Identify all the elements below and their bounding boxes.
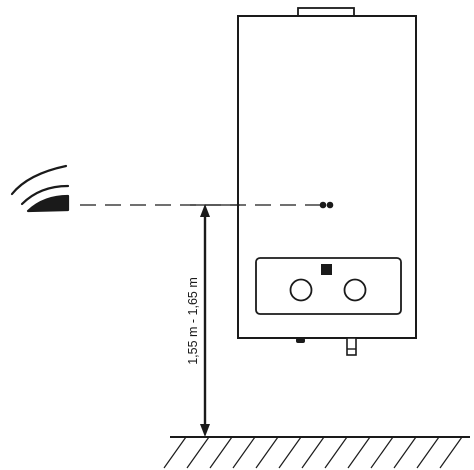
hatch-line [255,436,279,469]
height-dimension [190,204,240,437]
arrow-down [200,424,210,437]
hatch-line [163,436,187,469]
arrow-up [200,204,210,217]
sight-port-2 [326,201,334,209]
hatch-line [232,436,256,469]
height-label: 1,55 m - 1,65 m [186,277,200,365]
hatch-line [324,436,348,469]
hatch-line [370,436,394,469]
left-knob [289,278,313,302]
control-panel [255,257,402,315]
hatch-line [347,436,371,469]
hatch-line [393,436,417,469]
eye-icon [10,164,70,213]
heater-top-cap [297,7,355,17]
hatch-line [301,436,325,469]
sight-port [319,201,327,209]
hatch-line [278,436,302,469]
bottom-connector-left [296,338,305,343]
bottom-connector-right [346,337,357,356]
panel-indicator [321,264,332,275]
water-heater-icon [237,7,417,356]
right-knob [343,278,367,302]
heater-body [237,15,417,339]
hatch-line [209,436,233,469]
hatch-line [439,436,463,469]
ground-hatch-icon [163,436,470,469]
hatch-line [186,436,210,469]
hatch-line [416,436,440,469]
